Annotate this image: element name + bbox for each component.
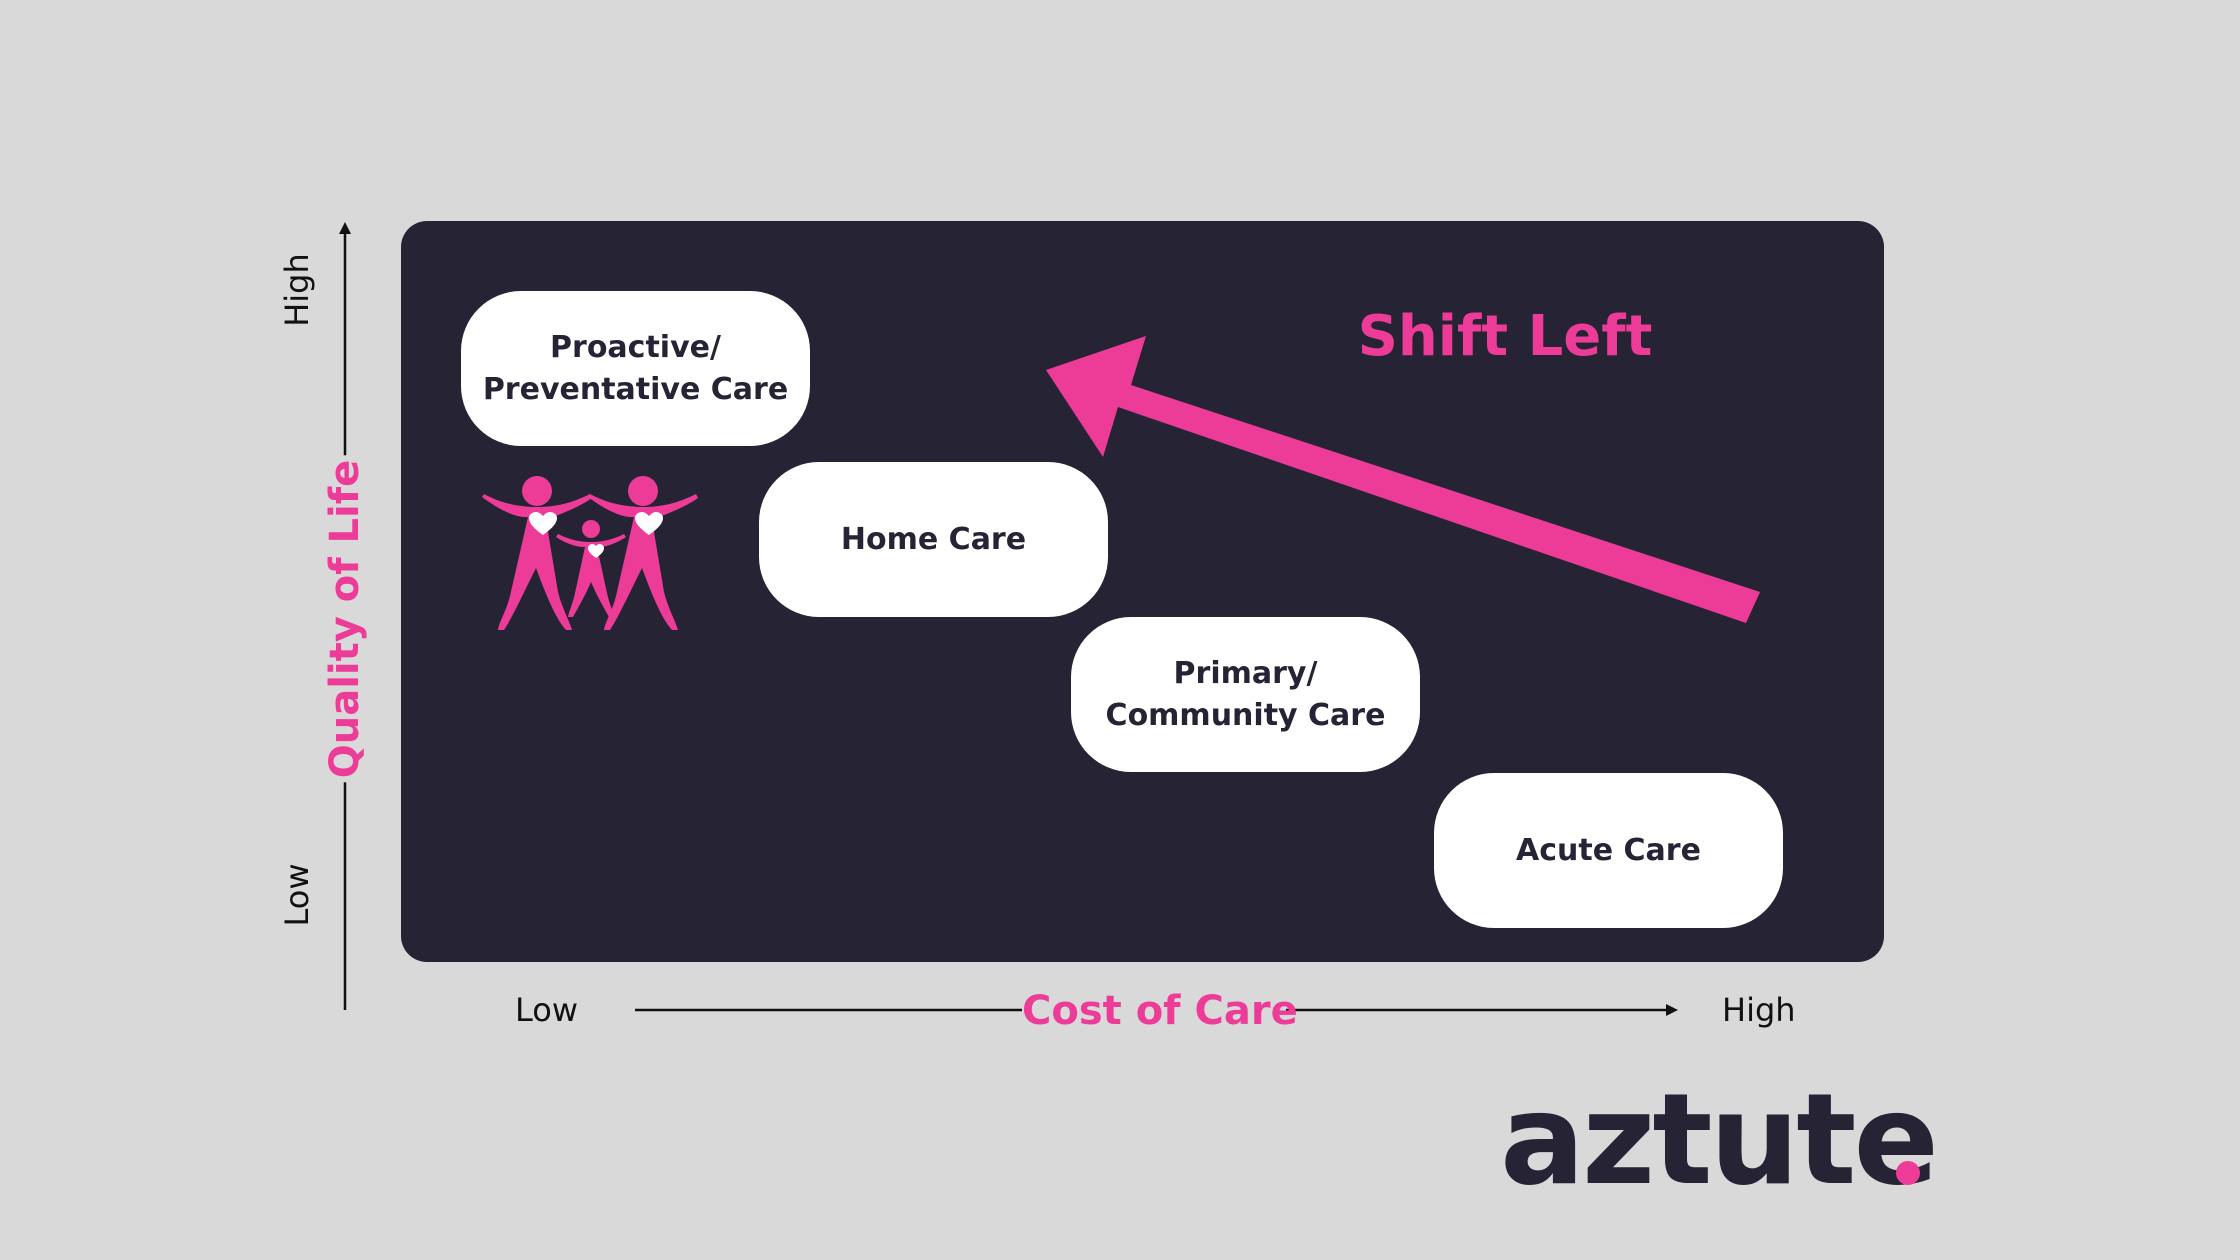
primary-community-care-box: Primary/ Community Care xyxy=(1071,617,1420,772)
family-with-hearts-icon xyxy=(482,476,698,630)
heart-icons xyxy=(529,512,663,558)
y-axis-title-text: Quality of Life xyxy=(319,455,371,783)
home-care-box: Home Care xyxy=(759,462,1108,617)
y-axis-low-text: Low xyxy=(278,863,316,927)
proactive-preventative-care-box: Proactive/ Preventative Care xyxy=(461,291,810,446)
x-axis-low-label: Low xyxy=(515,991,579,1029)
shift-left-arrow-icon xyxy=(1046,336,1760,623)
shift-left-label: Shift Left xyxy=(1357,304,1653,369)
aztute-logo: aztute xyxy=(1500,1066,1939,1213)
x-axis-high-label: High xyxy=(1722,991,1796,1029)
acute-care-box: Acute Care xyxy=(1434,773,1783,928)
logo-dot xyxy=(1896,1161,1920,1185)
x-axis-title: Cost of Care xyxy=(1022,985,1298,1037)
y-axis-high-text: High xyxy=(278,253,316,327)
